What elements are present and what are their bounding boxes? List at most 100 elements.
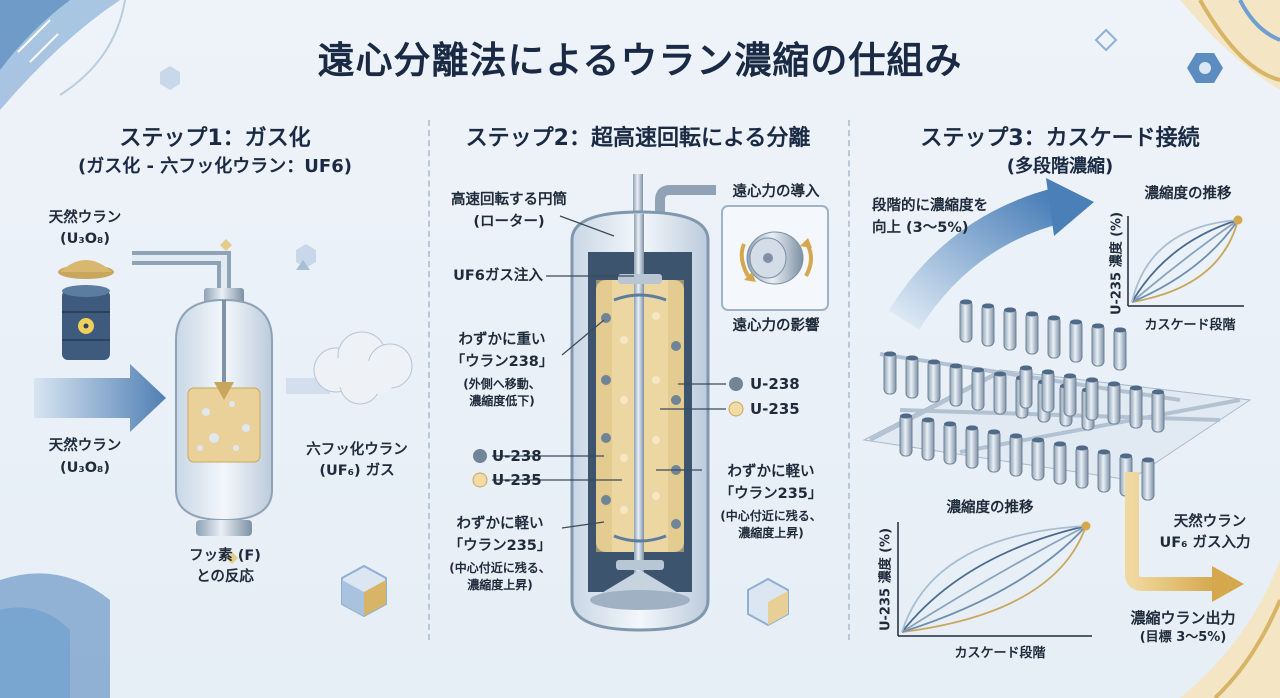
enrichment-curve <box>901 525 1087 633</box>
corner-decoration-top-right <box>1094 0 1280 90</box>
centrifugal-force-inset <box>721 205 829 311</box>
leader-lines <box>492 215 726 529</box>
cascade-centrifuge-unit <box>1085 377 1099 421</box>
cascade-centrifuge-cap <box>972 367 984 373</box>
cascade-centrifuge-cap <box>1092 323 1104 329</box>
cascade-centrifuge-cap <box>1032 437 1044 443</box>
cascade-centrifuge-unit <box>1091 323 1105 367</box>
cascade-improvement-range: 向上 (3〜5%) <box>872 220 969 236</box>
legend-u235-right: U-235 <box>750 400 800 418</box>
legend-u238-right: U-238 <box>750 375 800 393</box>
enriched-output-label: 濃縮ウラン出力 <box>1130 609 1236 627</box>
light-uranium-name-right: 「ウラン235」 <box>719 486 823 502</box>
chart-top-title: 濃縮度の推移 <box>1144 186 1232 202</box>
enrichment-curve <box>901 525 1087 633</box>
cascade-centrifuge-cap <box>1004 307 1016 313</box>
section-divider <box>848 120 850 640</box>
step2-heading: ステップ2：超高速回転による分離 <box>465 126 811 151</box>
cascade-centrifuge-cap <box>1010 433 1022 439</box>
cascade-centrifuge-unit <box>1025 311 1039 355</box>
heavy-uranium-note: (外側へ移動、 <box>463 377 541 391</box>
cascade-centrifuge-cap <box>1020 365 1032 371</box>
rotor-sublabel: (ローター) <box>473 214 545 230</box>
input-arrow <box>34 364 166 432</box>
triangle-decoration <box>296 260 310 270</box>
natural-uranium-top-formula: (U₃O₈) <box>59 231 111 247</box>
cascade-centrifuge-unit <box>1069 319 1083 363</box>
cascade-centrifuge-unit <box>1113 327 1127 371</box>
light-uranium-label-left: わずかに軽い <box>456 516 544 532</box>
cascade-centrifuge-unit <box>905 355 919 399</box>
cascade-centrifuge-cap <box>1042 369 1054 375</box>
cascade-improvement-label: 段階的に濃縮度を <box>872 198 988 214</box>
cascade-centrifuge-cap <box>1142 457 1154 463</box>
enrichment-curve <box>1131 219 1239 303</box>
cascade-centrifuge-cap <box>966 425 978 431</box>
diamond-decoration <box>220 239 232 251</box>
centrifuge-rotor <box>570 174 716 632</box>
enrichment-curve <box>901 525 1087 633</box>
cascade-centrifuge-cap <box>1048 315 1060 321</box>
cascade-centrifuge-unit <box>1019 365 1033 409</box>
cascade-centrifuge-unit <box>993 371 1007 415</box>
cascade-centrifuge-cap <box>1152 389 1164 395</box>
cascade-centrifuge-cap <box>928 359 940 365</box>
cascade-centrifuge-cap <box>982 303 994 309</box>
cascade-centrifuge-unit <box>1053 441 1067 485</box>
cascade-centrifuge-cap <box>944 421 956 427</box>
light-uranium-label-right: わずかに軽い <box>727 464 815 480</box>
cascade-centrifuge-cap <box>884 351 896 357</box>
cascade-centrifuge-cap <box>950 363 962 369</box>
legend-markers <box>472 377 744 488</box>
cascade-centrifuge-cap <box>922 417 934 423</box>
enrichment-curve <box>1131 219 1239 303</box>
corner-decoration-bottom-left <box>0 573 110 698</box>
cascade-centrifuge-unit <box>1075 445 1089 489</box>
cascade-centrifuge-cap <box>1120 453 1132 459</box>
cascade-centrifuge-unit <box>1003 307 1017 351</box>
enrichment-chart-bottom <box>897 521 1092 637</box>
corner-decoration-top-left <box>0 0 126 110</box>
cascade-centrifuge-cap <box>988 429 1000 435</box>
natural-uranium-top-label: 天然ウラン <box>48 210 122 226</box>
chart-bottom-title: 濃縮度の推移 <box>946 500 1034 516</box>
natural-uranium-left-formula: (U₃O₈) <box>59 460 111 476</box>
gas-cloud-icon <box>313 331 413 405</box>
section-divider <box>428 120 430 640</box>
cascade-centrifuge-cap <box>1086 377 1098 383</box>
heavy-uranium-name: 「ウラン238」 <box>450 354 554 370</box>
cascade-arrow <box>888 178 1094 330</box>
cascade-centrifuge-unit <box>943 421 957 465</box>
light-uranium-note-left: (中心付近に残る、 <box>449 561 551 575</box>
uf6-input-sublabel: UF₆ ガス入力 <box>1159 535 1251 551</box>
fluorine-label: フッ素 (F) <box>189 548 261 564</box>
light-uranium-name-left: 「ウラン235」 <box>448 538 552 554</box>
fluorine-inlet-pipe <box>132 251 231 300</box>
cascade-centrifuge-cap <box>906 355 918 361</box>
cascade-centrifuge-cap <box>1026 311 1038 317</box>
cascade-centrifuge-unit <box>1047 315 1061 359</box>
output-arrow <box>1125 472 1244 602</box>
chart-top-ylabel: U-235 濃度 (%) <box>1109 211 1125 316</box>
cascade-centrifuge-cap <box>1054 441 1066 447</box>
chart-bottom-xlabel: カスケード段階 <box>954 646 1046 661</box>
cascade-centrifuge-unit <box>1129 385 1143 429</box>
cascade-centrifuge-unit <box>1151 389 1165 433</box>
cascade-centrifuge-unit <box>899 413 913 457</box>
cascade-centrifuge-unit <box>1097 449 1111 493</box>
cascade-centrifuge-cap <box>900 413 912 419</box>
cascade-centrifuge-cap <box>1114 327 1126 333</box>
cascade-centrifuge-unit <box>949 363 963 407</box>
uf6-input-label: 天然ウラン <box>1173 514 1247 530</box>
uranium-barrel-icon <box>62 285 110 360</box>
step3-subheading: (多段階濃縮) <box>1006 156 1114 177</box>
chart-top-xlabel: カスケード段階 <box>1144 318 1236 333</box>
cube-decoration <box>341 564 387 618</box>
enrichment-curve <box>901 525 1087 633</box>
corner-decoration-bottom-right <box>1180 560 1280 698</box>
centrifugal-intro-label: 遠心力の導入 <box>732 184 820 200</box>
cascade-centrifuge-cap <box>994 371 1006 377</box>
heavy-uranium-note: 濃縮度低下) <box>469 394 535 408</box>
